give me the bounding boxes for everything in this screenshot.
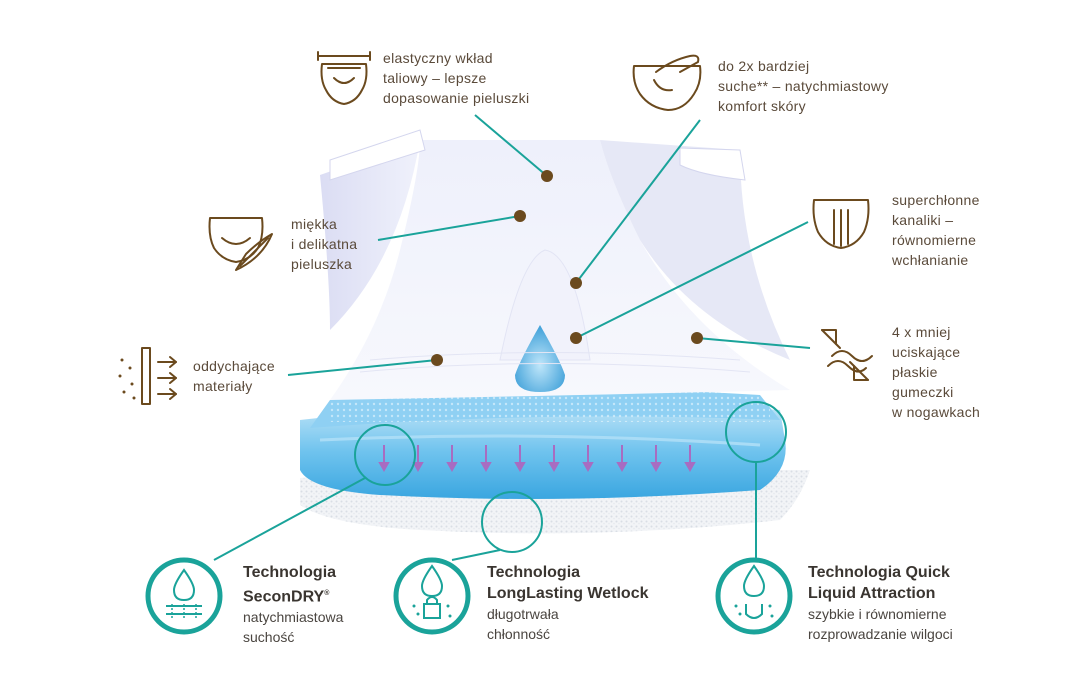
callout-line: taliowy – lepsze xyxy=(383,70,487,86)
tech-wetlock: Technologia LongLasting Wetlock długotrw… xyxy=(487,562,648,644)
tech-desc-line: natychmiastowa xyxy=(243,609,344,626)
tech-title-line: Technologia xyxy=(243,564,337,581)
leader-wetlock xyxy=(451,549,501,561)
dot-breathable xyxy=(431,354,443,366)
callout-line: oddychające xyxy=(193,358,275,374)
diaper-waistband-icon xyxy=(317,51,371,105)
leader-dryness xyxy=(575,119,701,284)
diaper-right-wing xyxy=(600,140,790,360)
callout-line: materiały xyxy=(193,378,253,394)
dot-soft xyxy=(514,210,526,222)
tech-title: Technologia Quick Liquid Attraction xyxy=(808,562,953,604)
wetlock-zoom-circle xyxy=(481,491,543,553)
dot-waistband xyxy=(541,170,553,182)
diaper-left-wing xyxy=(320,140,420,330)
tech-title: Technologia SeconDRY® xyxy=(243,562,343,607)
leader-waistband xyxy=(474,114,548,177)
tech-desc-line: rozprowadzanie wilgoci xyxy=(808,626,953,642)
callout-line: płaskie xyxy=(892,364,938,380)
callout-line: miękka xyxy=(291,216,338,232)
callout-line: uciskające xyxy=(892,344,961,360)
drop-dry-layer-icon xyxy=(145,557,223,635)
callout-line: wchłanianie xyxy=(892,252,969,268)
callout-waistband: elastyczny wkład taliowy – lepsze dopaso… xyxy=(383,48,529,108)
callout-soft: miękka i delikatna pieluszka xyxy=(291,214,357,274)
callout-line: kanaliki – xyxy=(892,212,954,228)
tech-desc-line: suchość xyxy=(243,629,295,646)
tech-title: Technologia LongLasting Wetlock xyxy=(487,562,648,604)
callout-breathable: oddychające materiały xyxy=(193,356,275,396)
tech-desc: natychmiastowa suchość xyxy=(243,607,343,647)
callout-line: do 2x bardziej xyxy=(718,58,810,74)
leader-channels xyxy=(575,221,809,339)
breathable-dots xyxy=(118,358,136,400)
callout-line: pieluszka xyxy=(291,256,353,272)
tech-secondry: Technologia SeconDRY® natychmiastowa suc… xyxy=(243,562,343,647)
dot-elastics xyxy=(691,332,703,344)
leader-soft xyxy=(377,215,521,241)
leader-breathable xyxy=(287,359,438,376)
tech-desc-line: szybkie i równomierne xyxy=(808,606,947,622)
drop-lock-icon xyxy=(393,557,471,635)
callout-channels: superchłonne kanaliki – równomierne wchł… xyxy=(892,190,980,270)
hand-on-diaper-icon xyxy=(632,54,702,111)
dot-dryness xyxy=(570,277,582,289)
callout-line: gumeczki xyxy=(892,384,954,400)
callout-line: w nogawkach xyxy=(892,404,981,420)
tech-desc-line: długotrwała xyxy=(487,606,559,622)
drop-magnet-icon xyxy=(715,557,793,635)
callout-line: i delikatna xyxy=(291,236,358,252)
callout-elastics: 4 x mniej uciskające płaskie gumeczki w … xyxy=(892,322,980,422)
tech-title-line: SeconDRY xyxy=(243,588,325,606)
callout-line: suche** – natychmiastowy xyxy=(718,78,889,94)
tech-desc: szybkie i równomierne rozprowadzanie wil… xyxy=(808,604,953,644)
water-drop xyxy=(515,325,565,392)
leader-elastics xyxy=(696,337,811,349)
callout-line: dopasowanie pieluszki xyxy=(383,90,530,106)
tech-quick: Technologia Quick Liquid Attraction szyb… xyxy=(808,562,953,644)
callout-line: równomierne xyxy=(892,232,977,248)
breathable-layer-icon xyxy=(141,347,177,405)
tech-title-line: Technologia Quick xyxy=(808,564,950,581)
tech-desc-line: chłonność xyxy=(487,626,551,642)
callout-line: superchłonne xyxy=(892,192,980,208)
callout-dryness: do 2x bardziej suche** – natychmiastowy … xyxy=(718,56,889,116)
blue-core-layer xyxy=(300,404,786,499)
callout-line: komfort skóry xyxy=(718,98,806,114)
tech-desc: długotrwała chłonność xyxy=(487,604,648,644)
callout-line: 4 x mniej xyxy=(892,324,951,340)
secondry-zoom-circle xyxy=(354,424,416,486)
flat-elastics-icon xyxy=(821,329,873,381)
tech-title-line: Liquid Attraction xyxy=(808,585,936,602)
registered-mark: ® xyxy=(324,590,330,597)
diaper-channels-icon xyxy=(812,199,870,249)
liquid-flow-arrows xyxy=(378,445,696,473)
callout-line: elastyczny wkład xyxy=(383,50,493,66)
dot-channels xyxy=(570,332,582,344)
diaper-feather-icon xyxy=(208,217,273,271)
leader-secondry xyxy=(213,477,366,561)
tech-title-line: Technologia xyxy=(487,564,581,581)
tech-title-line: LongLasting Wetlock xyxy=(487,585,649,602)
